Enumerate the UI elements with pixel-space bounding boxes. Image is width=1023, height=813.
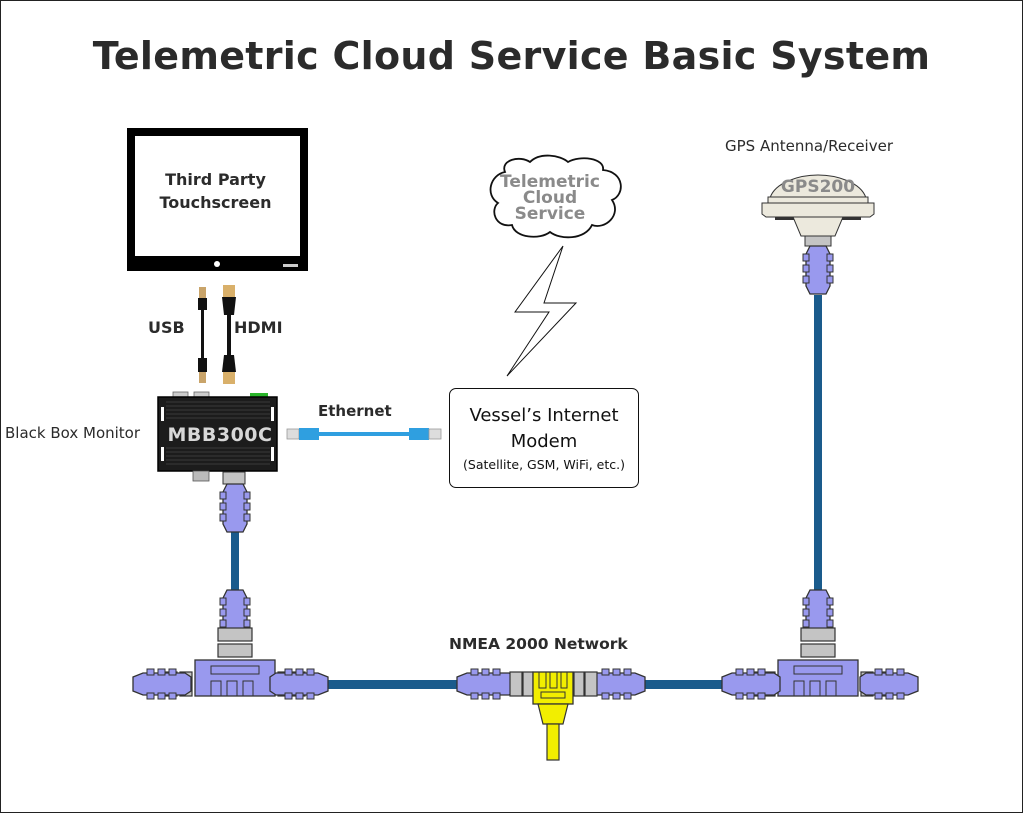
mbb300c-device bbox=[157, 391, 278, 485]
modem-label-line3: (Satellite, GSM, WiFi, etc.) bbox=[463, 457, 625, 472]
usb-label: USB bbox=[148, 318, 185, 337]
cloud-label-line1: Telemetric bbox=[500, 172, 600, 192]
gps-antenna bbox=[761, 174, 875, 247]
modem-label-line2: Modem bbox=[510, 431, 578, 452]
tee-connector-terminator bbox=[456, 668, 646, 761]
internet-modem-box: Vessel’s Internet Modem (Satellite, GSM,… bbox=[449, 388, 639, 488]
hdmi-cable bbox=[222, 285, 236, 384]
backbone-cable-right bbox=[644, 680, 724, 689]
touchscreen-label-line2: Touchscreen bbox=[159, 193, 272, 212]
backbone-cable-left bbox=[326, 680, 458, 689]
tee-connector-right bbox=[721, 589, 919, 700]
mbb-drop-connector bbox=[219, 483, 251, 533]
gps-model-label: GPS200 bbox=[780, 177, 856, 197]
wireless-lightning-icon bbox=[506, 245, 578, 377]
tee-connector-left bbox=[132, 589, 329, 700]
hdmi-label: HDMI bbox=[234, 318, 283, 337]
black-box-monitor-label: Black Box Monitor bbox=[5, 424, 141, 442]
power-button-icon bbox=[214, 261, 220, 267]
drop-cable-gps bbox=[814, 295, 822, 592]
touchscreen-label-line1: Third Party bbox=[165, 170, 266, 189]
page-title: Telemetric Cloud Service Basic System bbox=[92, 34, 931, 78]
cloud-label-line2: Cloud bbox=[522, 188, 578, 208]
ethernet-label: Ethernet bbox=[318, 402, 392, 420]
ethernet-cable bbox=[286, 428, 442, 440]
gps-caption: GPS Antenna/Receiver bbox=[725, 137, 893, 155]
cloud-icon bbox=[489, 154, 622, 239]
drop-cable-left bbox=[231, 532, 239, 592]
touchscreen-label: Third Party Touchscreen bbox=[133, 168, 298, 214]
usb-cable bbox=[198, 287, 207, 383]
gps-drop-connector bbox=[802, 245, 834, 295]
mbb-model-label: MBB300C bbox=[167, 424, 273, 446]
cloud-label-line3: Service bbox=[514, 204, 586, 224]
touchscreen-monitor bbox=[127, 128, 308, 271]
cloud-label: Telemetric Cloud Service bbox=[490, 172, 610, 224]
modem-label-line1: Vessel’s Internet bbox=[469, 405, 619, 426]
nmea-network-label: NMEA 2000 Network bbox=[449, 635, 628, 653]
